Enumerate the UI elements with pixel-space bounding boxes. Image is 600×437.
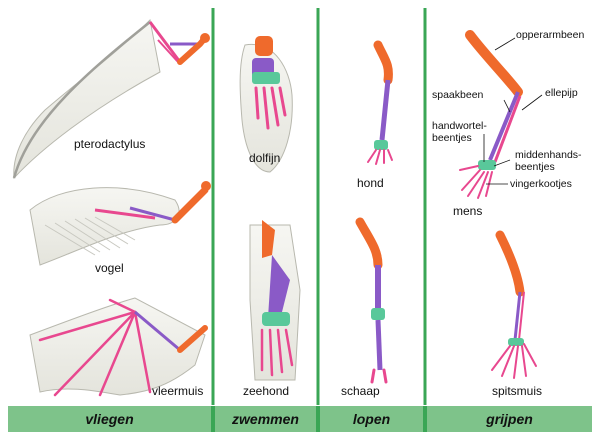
label-vingerkootjes: vingerkootjes bbox=[510, 178, 572, 190]
label-mens: mens bbox=[453, 204, 483, 218]
label-dolfijn: dolfijn bbox=[249, 151, 281, 165]
column-dividers bbox=[211, 8, 427, 405]
label-middenhandsbeentjes-1: middenhands- bbox=[515, 149, 582, 161]
label-middenhandsbeentjes-2: beentjes bbox=[515, 161, 555, 173]
label-spaakbeen: spaakbeen bbox=[432, 89, 484, 101]
footer-label-zwemmen: zwemmen bbox=[232, 411, 299, 427]
label-handwortelbeentjes-2: beentjes bbox=[432, 132, 472, 144]
pterodactylus-wing bbox=[12, 18, 210, 180]
label-vleermuis: vleermuis bbox=[152, 384, 204, 398]
footer-label-lopen: lopen bbox=[352, 411, 391, 427]
label-zeehond: zeehond bbox=[243, 384, 290, 398]
schaap-leg bbox=[355, 217, 388, 384]
label-vogel: vogel bbox=[95, 261, 124, 275]
label-opperarmbeen: opperarmbeen bbox=[516, 29, 585, 41]
footer-label-grijpen: grijpen bbox=[486, 411, 533, 427]
label-pterodactylus: pterodactylus bbox=[74, 137, 146, 151]
dolfijn-flipper bbox=[239, 36, 293, 173]
label-ellepijp: ellepijp bbox=[545, 87, 578, 99]
vogel-wing bbox=[29, 181, 211, 266]
zeehond-flipper bbox=[249, 220, 301, 381]
footer-label-vliegen: vliegen bbox=[85, 411, 134, 427]
mens-arm bbox=[459, 30, 543, 199]
hond-leg bbox=[367, 40, 393, 165]
spitsmuis-arm bbox=[491, 230, 537, 379]
label-handwortelbeentjes-1: handwortel- bbox=[432, 120, 487, 132]
footer-bar bbox=[8, 406, 592, 432]
vleermuis-wing bbox=[29, 297, 208, 397]
label-schaap: schaap bbox=[341, 384, 380, 398]
label-spitsmuis: spitsmuis bbox=[492, 384, 543, 398]
label-hond: hond bbox=[357, 176, 384, 190]
